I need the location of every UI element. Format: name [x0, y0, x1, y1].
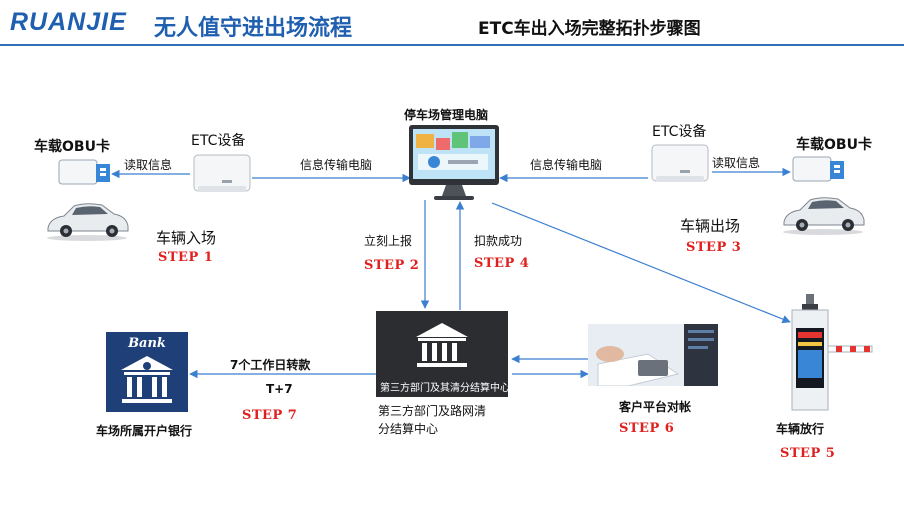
label-transfer-right: 信息传输电脑: [530, 158, 603, 172]
title-divider: [0, 44, 904, 46]
car-left-icon: [47, 203, 129, 241]
bank-logo-text: Bank: [128, 336, 166, 351]
label-transfer-left: 信息传输电脑: [300, 158, 373, 172]
label-deduct: 扣款成功: [474, 234, 523, 248]
label-read-left: 读取信息: [124, 158, 173, 172]
label-obu-left: 车载OBU卡: [34, 139, 110, 155]
label-third-party-2: 分结算中心: [378, 422, 439, 436]
arrow-release: [491, 202, 791, 324]
step-5: STEP 5: [780, 446, 836, 461]
label-read-right: 读取信息: [712, 156, 761, 170]
label-etc-right: ETC设备: [652, 124, 707, 140]
reconcile-image-icon: [588, 324, 718, 386]
label-reconcile: 客户平台对帐: [619, 400, 692, 414]
label-exit: 车辆出场: [680, 217, 741, 235]
step-7: STEP 7: [242, 408, 298, 423]
step-4: STEP 4: [474, 256, 530, 271]
label-entry: 车辆入场: [156, 229, 217, 247]
page-title: 无人值守进出场流程: [154, 16, 353, 41]
label-etc-left: ETC设备: [191, 133, 246, 149]
barrier-gate-icon: [791, 294, 873, 411]
label-bank: 车场所属开户银行: [96, 424, 193, 438]
bank-building-icon: [416, 323, 468, 367]
brand-logo: RUANJIE: [10, 8, 127, 36]
bank-icon: [121, 356, 173, 403]
bank-logo: Bank: [106, 332, 188, 412]
diagram-title: ETC车出入场完整拓扑步骤图: [478, 19, 701, 39]
step-3: STEP 3: [686, 240, 742, 255]
third-party-screen-label: 第三方部门及其清分结算中心: [380, 383, 510, 394]
obu-device-left-icon: [58, 159, 110, 185]
label-t-plus: T+7: [266, 382, 293, 396]
label-computer: 停车场管理电脑: [404, 108, 489, 122]
label-report: 立刻上报: [364, 234, 413, 248]
label-obu-right: 车载OBU卡: [796, 137, 872, 153]
obu-device-right-icon: [792, 156, 844, 182]
management-computer-icon: [409, 125, 499, 200]
etc-device-left-icon: [193, 154, 251, 192]
step-6: STEP 6: [619, 421, 675, 436]
etc-device-right-icon: [651, 144, 709, 182]
step-1: STEP 1: [158, 250, 214, 265]
step-2: STEP 2: [364, 258, 420, 273]
label-third-party-1: 第三方部门及路网清: [378, 404, 487, 418]
car-right-icon: [783, 197, 865, 235]
label-release: 车辆放行: [776, 422, 825, 436]
third-party-panel: 第三方部门及其清分结算中心: [376, 311, 510, 397]
label-transfer-days: 7个工作日转款: [230, 358, 311, 372]
